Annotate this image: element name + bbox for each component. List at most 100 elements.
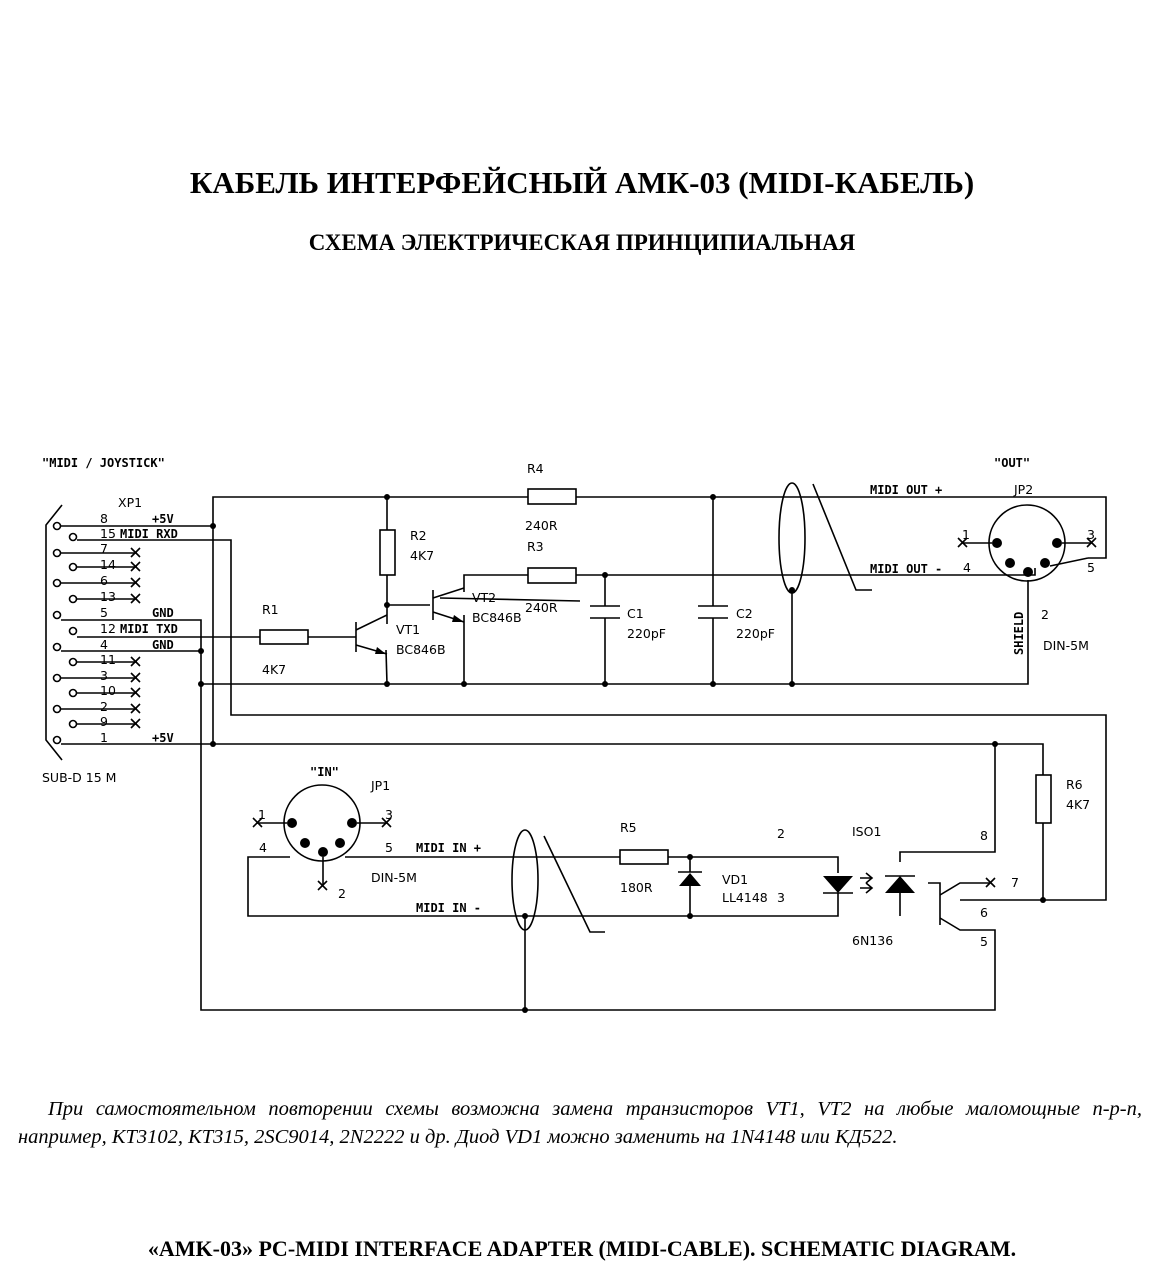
resistor-r5: R5 180R [619, 820, 669, 895]
svg-text:15: 15 [100, 526, 116, 541]
svg-text:3: 3 [100, 668, 108, 683]
resistor-r4: R4 240R [525, 461, 577, 533]
svg-text:220pF: 220pF [627, 626, 666, 641]
svg-text:C2: C2 [736, 606, 753, 621]
svg-text:+5V: +5V [152, 512, 174, 526]
svg-text:VD1: VD1 [722, 872, 748, 887]
svg-text:6N136: 6N136 [852, 933, 893, 948]
shield-in-cable [511, 829, 605, 933]
svg-text:BC846B: BC846B [396, 642, 446, 657]
svg-text:SHIELD: SHIELD [1012, 612, 1026, 655]
svg-text:R6: R6 [1066, 777, 1083, 792]
svg-text:2: 2 [1041, 607, 1049, 622]
svg-text:2: 2 [777, 826, 785, 841]
svg-text:MIDI IN +: MIDI IN + [416, 841, 481, 855]
svg-text:3: 3 [777, 890, 785, 905]
connector-xp1: "MIDI / JOYSTICK" XP1 SUB-D 15 M [42, 456, 1107, 1011]
resistor-r1: R1 4K7 [259, 602, 309, 677]
svg-text:JP2: JP2 [1013, 482, 1033, 497]
svg-text:VT1: VT1 [396, 622, 420, 637]
svg-text:4: 4 [100, 637, 108, 652]
out-circuit-wires [201, 496, 1107, 744]
svg-text:JP1: JP1 [370, 778, 390, 793]
xp1-pin-leads [61, 525, 1107, 1011]
svg-text:R1: R1 [262, 602, 279, 617]
svg-text:10: 10 [100, 683, 116, 698]
svg-text:5: 5 [1087, 560, 1095, 575]
footer-caption: «AMK-03» PC-MIDI INTERFACE ADAPTER (MIDI… [147, 1236, 1017, 1261]
resistor-r6: R6 4K7 [1035, 774, 1090, 824]
optocoupler-iso1: ISO1 6N136 2 3 8 7 6 5 [777, 824, 1019, 949]
in-circuit-wires [213, 743, 1044, 1010]
svg-text:4: 4 [259, 840, 267, 855]
svg-text:2: 2 [100, 699, 108, 714]
xp1-pin-circles [52, 521, 78, 745]
svg-text:GND: GND [152, 638, 174, 652]
svg-text:13: 13 [100, 589, 116, 604]
svg-text:R3: R3 [527, 539, 544, 554]
out-junction-dots [198, 494, 1046, 903]
svg-text:14: 14 [100, 557, 116, 572]
xp1-header: "MIDI / JOYSTICK" [42, 456, 165, 470]
svg-text:12: 12 [100, 621, 116, 636]
svg-text:1: 1 [962, 527, 970, 542]
svg-text:180R: 180R [620, 880, 653, 895]
svg-text:GND: GND [152, 606, 174, 620]
connector-jp2: "OUT" JP2 DIN-5M MIDI OUT + MIDI OUT - S… [870, 456, 1097, 655]
xp1-pin-numbers: 8 15 7 14 6 13 5 12 4 11 3 10 2 9 1 [100, 511, 116, 745]
svg-text:240R: 240R [525, 518, 558, 533]
svg-text:R5: R5 [620, 820, 637, 835]
resistor-r2: R2 4K7 [379, 528, 434, 576]
svg-text:ISO1: ISO1 [852, 824, 881, 839]
capacitor-c2: C2 220pF [698, 605, 775, 641]
svg-text:LL4148: LL4148 [722, 890, 768, 905]
svg-text:4: 4 [963, 560, 971, 575]
svg-text:"IN": "IN" [310, 765, 339, 779]
svg-text:240R: 240R [525, 600, 558, 615]
connector-jp1: "IN" JP1 DIN-5M MIDI IN + MIDI IN - 1 3 … [252, 765, 481, 915]
svg-text:7: 7 [1011, 875, 1019, 890]
transistor-vt2: VT2 BC846B [432, 587, 581, 625]
svg-text:BC846B: BC846B [472, 610, 522, 625]
resistor-r3: R3 240R [525, 539, 577, 615]
svg-text:5: 5 [980, 934, 988, 949]
xp1-type: SUB-D 15 M [42, 770, 116, 785]
svg-text:MIDI IN -: MIDI IN - [416, 901, 481, 915]
svg-text:C1: C1 [627, 606, 644, 621]
shield-out-cable [778, 482, 872, 594]
svg-text:4K7: 4K7 [410, 548, 434, 563]
in-junction-dots [522, 854, 693, 1013]
svg-text:7: 7 [100, 541, 108, 556]
svg-text:MIDI OUT +: MIDI OUT + [870, 483, 942, 497]
svg-text:5: 5 [100, 605, 108, 620]
svg-text:6: 6 [980, 905, 988, 920]
svg-text:VT2: VT2 [472, 590, 496, 605]
svg-text:6: 6 [100, 573, 108, 588]
svg-text:+5V: +5V [152, 731, 174, 745]
xp1-nc-marks [130, 547, 141, 729]
xp1-body-outline [45, 504, 63, 761]
svg-text:3: 3 [1087, 527, 1095, 542]
svg-text:1: 1 [100, 730, 108, 745]
svg-text:11: 11 [100, 652, 116, 667]
xp1-ref: XP1 [118, 495, 142, 510]
svg-text:4K7: 4K7 [1066, 797, 1090, 812]
transistor-vt1: VT1 BC846B [355, 614, 446, 657]
svg-text:1: 1 [258, 807, 266, 822]
svg-text:8: 8 [100, 511, 108, 526]
svg-text:220pF: 220pF [736, 626, 775, 641]
svg-text:DIN-5M: DIN-5M [1043, 638, 1089, 653]
svg-text:MIDI RXD: MIDI RXD [120, 527, 178, 541]
svg-text:R4: R4 [527, 461, 544, 476]
svg-text:9: 9 [100, 714, 108, 729]
page-subtitle: СХЕМА ЭЛЕКТРИЧЕСКАЯ ПРИНЦИПИАЛЬНАЯ [308, 230, 856, 255]
svg-text:2: 2 [338, 886, 346, 901]
svg-text:4K7: 4K7 [262, 662, 286, 677]
svg-text:MIDI TXD: MIDI TXD [120, 622, 178, 636]
capacitor-c1: C1 220pF [590, 605, 666, 641]
page-title: КАБЕЛЬ ИНТЕРФЕЙСНЫЙ АМК-03 (MIDI-КАБЕЛЬ) [189, 165, 975, 200]
svg-text:8: 8 [980, 828, 988, 843]
svg-text:R2: R2 [410, 528, 427, 543]
xp1-signal-names: +5V MIDI RXD GND MIDI TXD GND +5V [120, 512, 178, 745]
